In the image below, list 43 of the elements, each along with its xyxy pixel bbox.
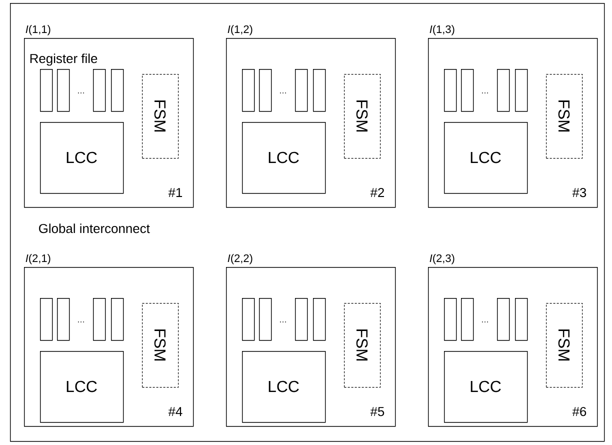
fsm-box: FSM [344,303,381,388]
register-bar [313,298,326,341]
register-bar [242,69,255,112]
node-label: I(1,2) [228,25,252,36]
register-bar [295,69,308,112]
lcc-box: LCC [444,350,528,423]
register-bar [497,69,510,112]
node-label: I(2,2) [228,254,252,264]
register-bar [93,298,106,341]
node-label: I(1,3) [430,25,454,36]
register-bar [57,298,70,341]
register-bar [93,69,106,112]
fsm-box: FSM [142,303,179,388]
node-label: I(2,1) [26,254,50,264]
register-bar [497,298,510,341]
node-label: I(2,3) [430,254,454,264]
fsm-box: FSM [546,303,583,388]
register-bar [111,298,124,341]
lcc-box: LCC [242,350,326,423]
register-file-label: Register file [30,54,98,66]
register-bar [259,298,272,341]
register-bar [295,298,308,341]
lcc-box: LCC [444,122,528,194]
register-bar [461,298,474,341]
register-bar [57,69,70,112]
lcc-box: LCC [242,122,326,194]
lcc-box: LCC [40,350,124,423]
register-bar [515,298,528,341]
fsm-box: FSM [344,74,381,159]
register-bar [111,69,124,112]
register-bar [515,69,528,112]
register-bar [461,69,474,112]
register-bar [444,298,457,341]
node-label: I(1,1) [26,25,50,36]
fsm-box: FSM [142,74,179,159]
register-bar [444,69,457,112]
register-bar [40,298,53,341]
register-bar [259,69,272,112]
fsm-box: FSM [546,74,583,159]
lcc-box: LCC [40,122,124,194]
register-bar [313,69,326,112]
register-bar [40,69,53,112]
register-bar [242,298,255,341]
